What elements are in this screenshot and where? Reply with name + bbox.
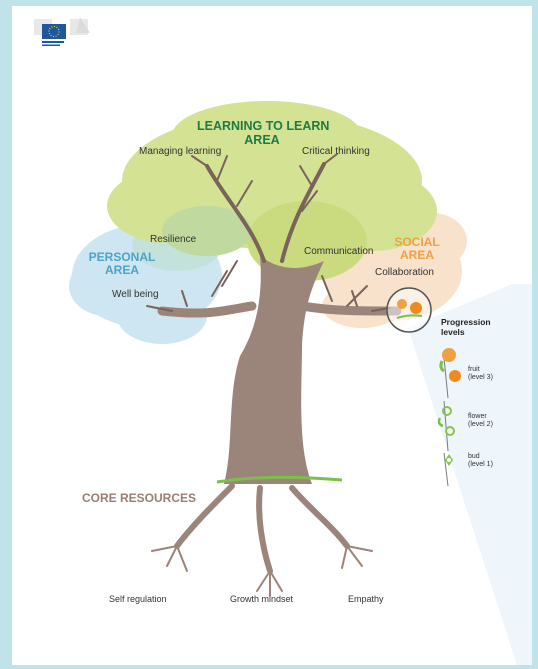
area-label-line: AREA: [244, 133, 280, 147]
magnifier-beam: [408, 284, 532, 665]
competence-collaboration: Collaboration: [375, 267, 434, 278]
tree-trunk: [157, 256, 402, 484]
competence-well-being: Well being: [112, 289, 159, 300]
tree-branches: [146, 153, 391, 312]
competence-managing-learning: Managing learning: [139, 146, 222, 157]
progression-level-name: fruit: [468, 366, 480, 373]
progression-level-flower: flower (level 2): [468, 413, 493, 429]
eu-flag-icon: [34, 17, 90, 46]
progression-level-name: bud: [468, 453, 480, 460]
fruit-icon-2: [410, 302, 422, 314]
progression-level-fruit: fruit (level 3): [468, 366, 493, 382]
progression-level-number: (level 1): [468, 461, 493, 468]
progression-levels-title: Progression levels: [441, 317, 491, 337]
progression-flower-icon: [437, 400, 455, 452]
core-resource-empathy: Empathy: [348, 594, 384, 604]
tree-diagram: [69, 101, 467, 597]
learning-to-learn-canopy: [107, 101, 437, 281]
area-label-line: PERSONAL: [88, 250, 156, 264]
progression-level-name: flower: [468, 413, 487, 420]
tree-roots: [151, 483, 373, 597]
social-area-label: SOCIAL AREA: [387, 236, 447, 262]
competence-communication: Communication: [304, 246, 374, 257]
progression-title-line: Progression: [441, 317, 491, 327]
progression-level-number: (level 3): [468, 374, 493, 381]
progression-fruit-icon: [439, 348, 461, 399]
area-label-line: LEARNING TO LEARN: [197, 119, 330, 133]
core-resource-self-regulation: Self regulation: [109, 594, 167, 604]
progression-title-line: levels: [441, 327, 465, 337]
core-resources-label: CORE RESOURCES: [82, 491, 197, 505]
area-label-line: AREA: [104, 263, 139, 277]
competence-critical-thinking: Critical thinking: [302, 146, 370, 157]
diagram-page: LEARNING TO LEARN AREA PERSONAL AREA SOC…: [12, 6, 532, 665]
progression-bud-icon: [443, 452, 453, 487]
learning-to-learn-area-label: LEARNING TO LEARN AREA: [197, 119, 330, 147]
magnifier-circle: [386, 287, 432, 333]
grass-line: [216, 475, 343, 484]
competence-resilience: Resilience: [150, 234, 197, 245]
fruit-icon: [397, 299, 407, 309]
progression-level-bud: bud (level 1): [468, 453, 493, 469]
area-label-line: SOCIAL: [394, 235, 440, 249]
european-commission-logo: [32, 15, 92, 54]
personal-area-label: PERSONAL AREA: [82, 251, 162, 277]
progression-level-number: (level 2): [468, 421, 493, 428]
core-resource-growth-mindset: Growth mindset: [230, 594, 294, 604]
area-label-line: AREA: [399, 248, 434, 262]
